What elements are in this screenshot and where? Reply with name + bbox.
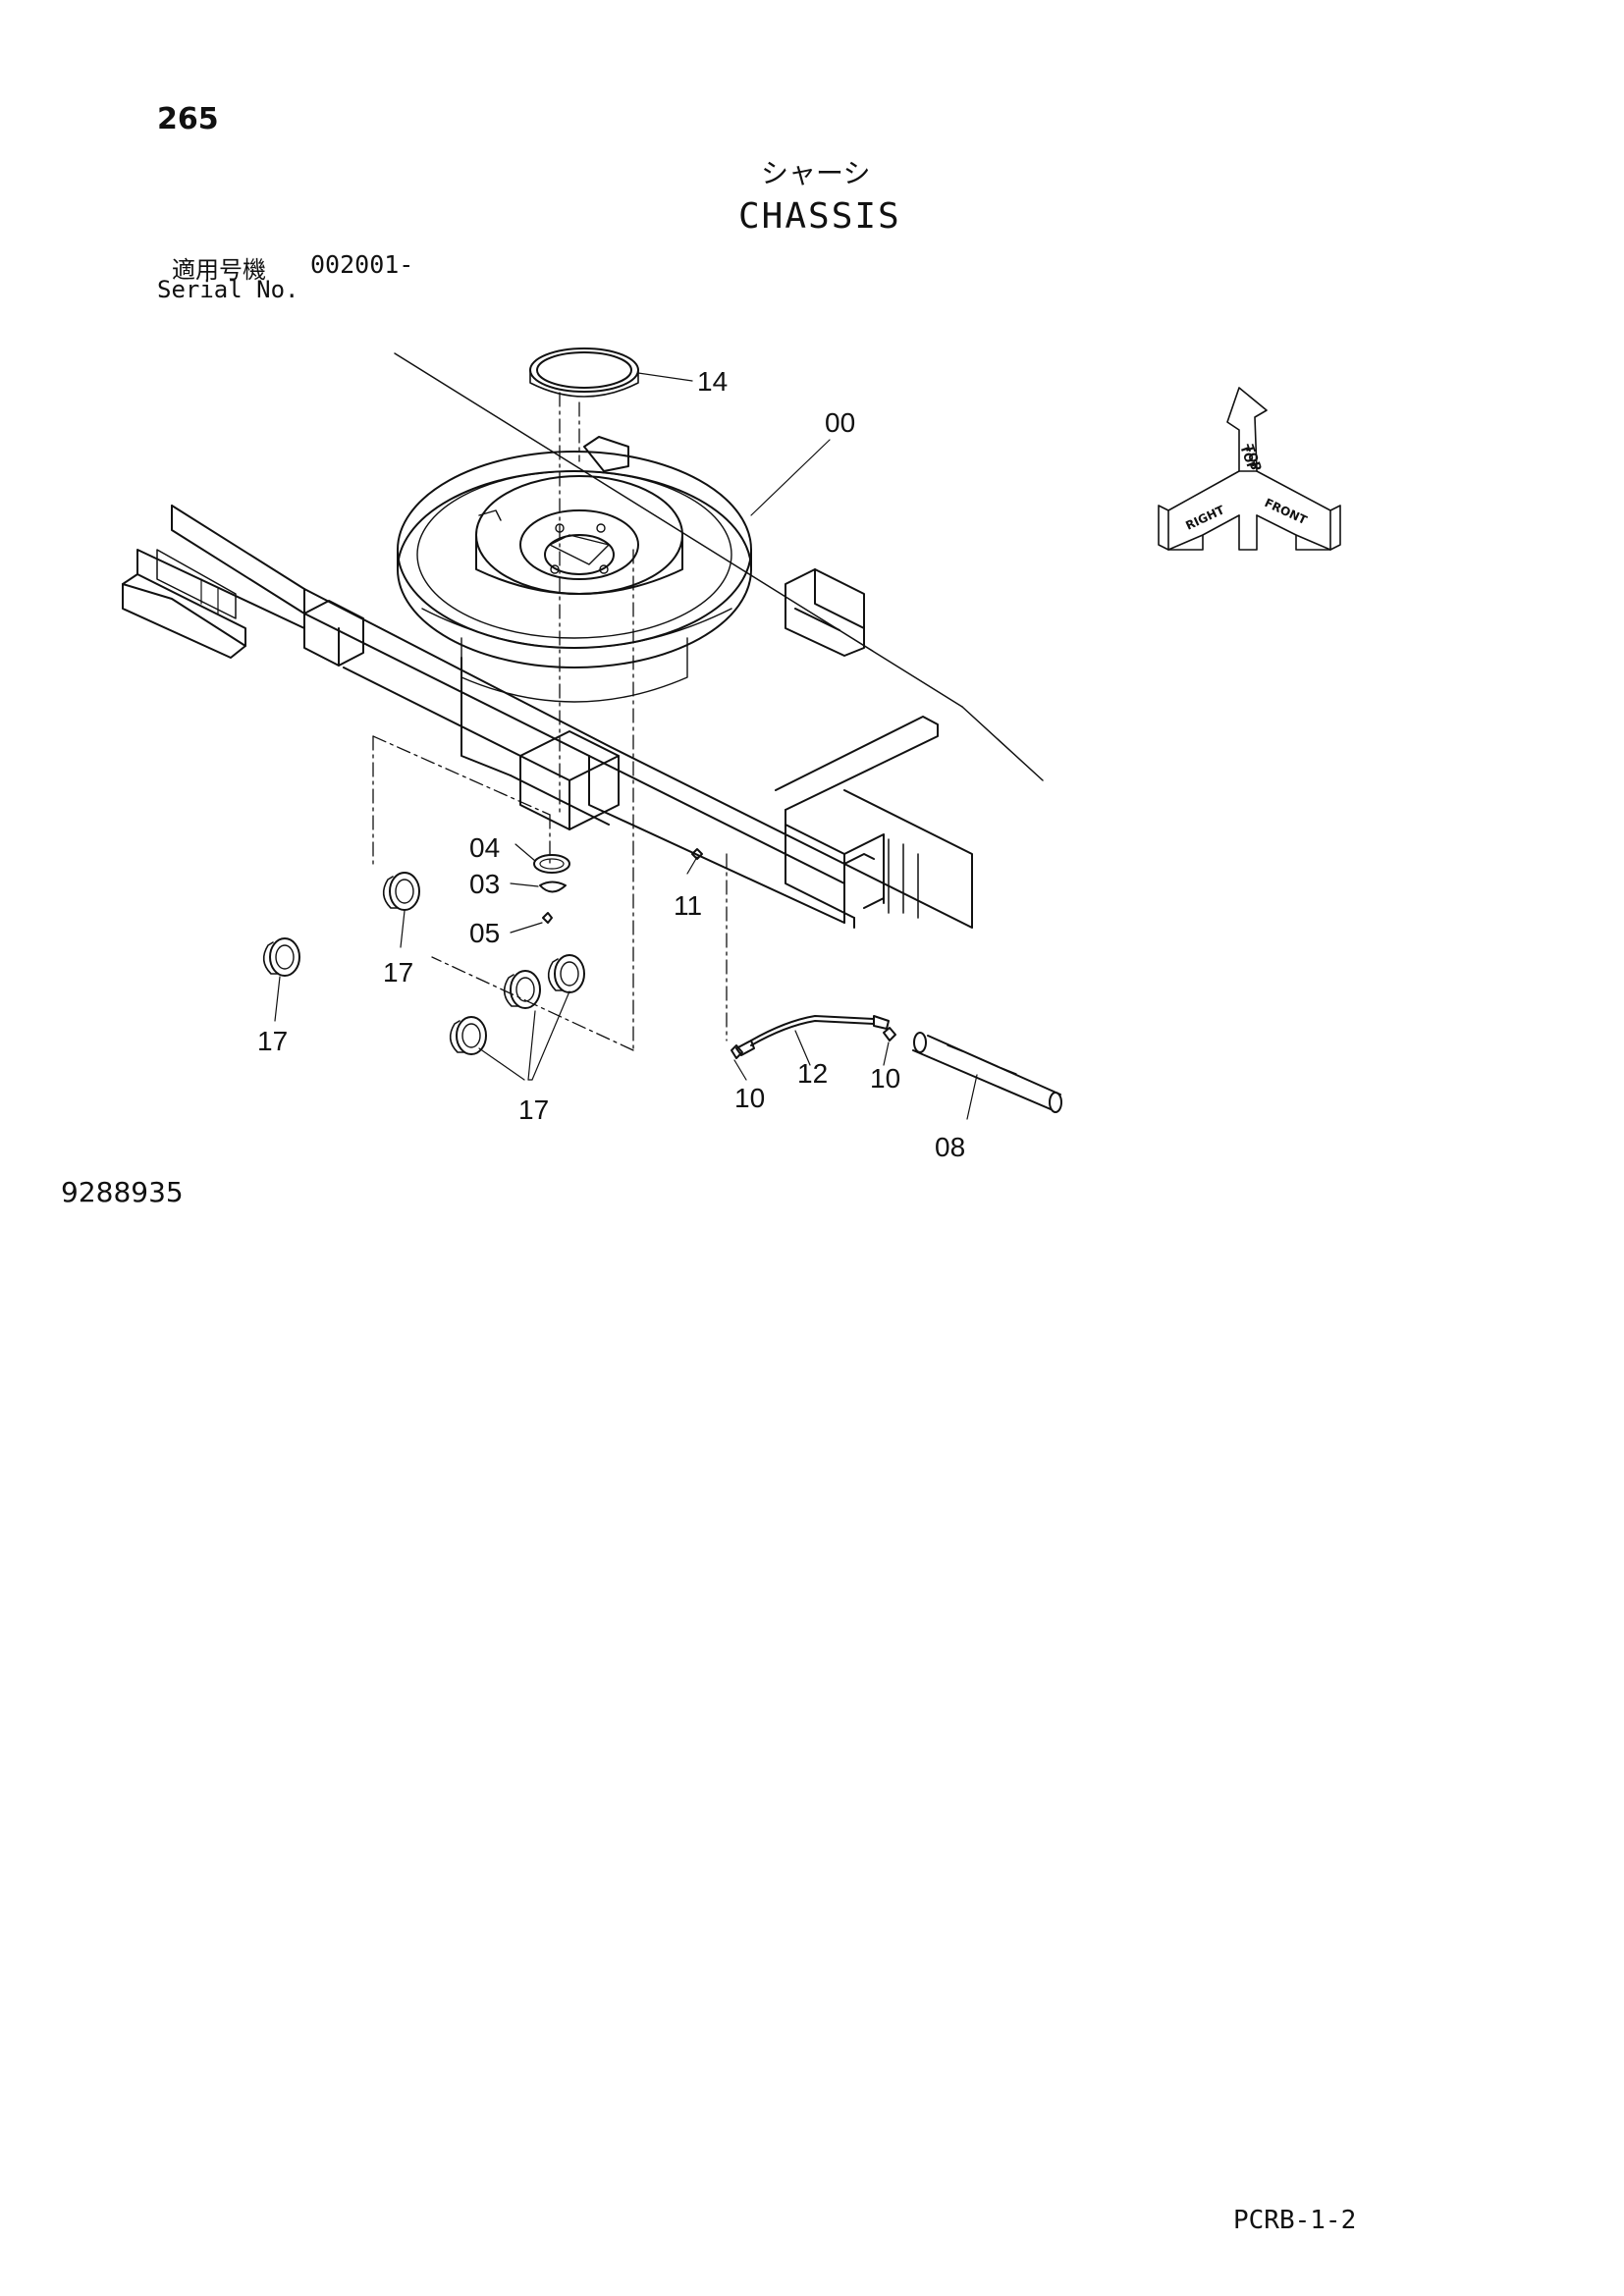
orientation-indicator bbox=[1158, 387, 1341, 551]
callout-10-a: 10 bbox=[734, 1083, 765, 1113]
title-english: CHASSIS bbox=[738, 196, 901, 237]
callout-05: 05 bbox=[469, 918, 500, 948]
callout-10-b: 10 bbox=[870, 1063, 900, 1094]
callout-08: 08 bbox=[935, 1132, 965, 1162]
callout-17-c: 17 bbox=[518, 1095, 549, 1125]
bushing-group-center bbox=[449, 954, 585, 1055]
callout-03: 03 bbox=[469, 869, 500, 899]
page-code: PCRB-1-2 bbox=[1233, 2206, 1357, 2235]
callout-14: 14 bbox=[697, 366, 728, 397]
serial-label-english: Serial No. bbox=[157, 276, 299, 303]
callout-12: 12 bbox=[797, 1058, 828, 1089]
callout-00: 00 bbox=[825, 407, 855, 438]
serial-label-japanese: 適用号機 bbox=[172, 256, 266, 284]
bushing-group-far-left bbox=[262, 937, 300, 977]
orientation-front-label: FRONT bbox=[1263, 496, 1310, 527]
callout-04: 04 bbox=[469, 832, 500, 863]
serial-number-value: 002001- bbox=[310, 250, 414, 279]
orientation-right-label: RIGHT bbox=[1183, 503, 1227, 533]
title-japanese: シャーシ bbox=[761, 157, 871, 189]
callout-11: 11 bbox=[674, 890, 702, 921]
callout-17-a: 17 bbox=[383, 957, 413, 988]
callout-17-b: 17 bbox=[257, 1026, 288, 1056]
page-number: 265 bbox=[157, 102, 219, 136]
drawing-reference-number: 9288935 bbox=[61, 1176, 184, 1208]
bushing-group-left bbox=[382, 872, 420, 911]
